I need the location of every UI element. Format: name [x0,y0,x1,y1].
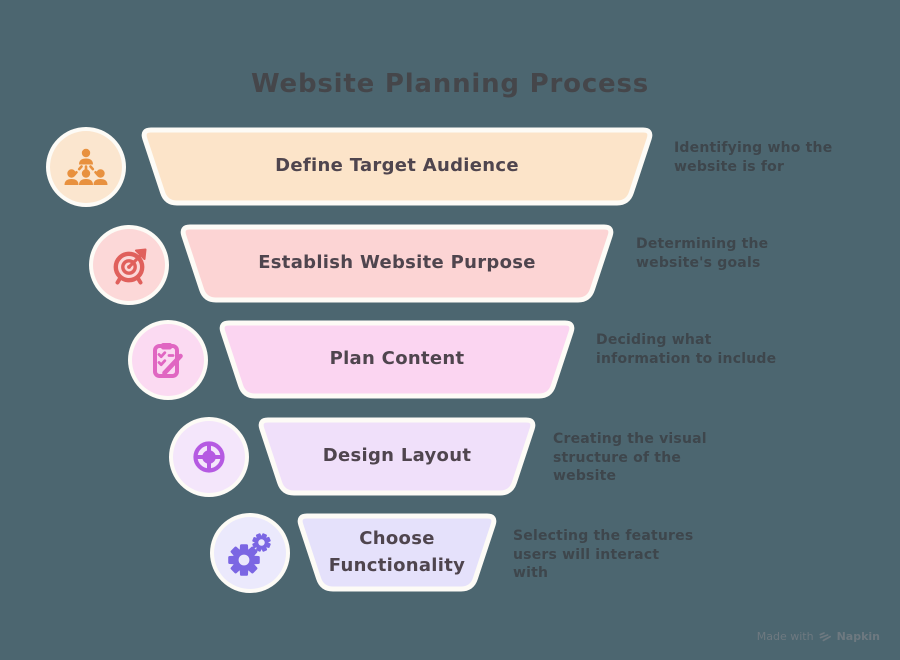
napkin-logo-icon [818,632,831,642]
funnel-stage-description: Creating the visual structure of the web… [553,431,707,485]
funnel-stage-shape-4 [258,417,536,496]
watermark-brand-text: Napkin [836,630,880,643]
watermark-made-with-text: Made with [756,630,814,643]
funnel-stage-shape-2 [180,224,614,303]
funnel-stage-label: Establish Website Purpose [258,252,536,274]
layout-wheel-icon [169,417,249,497]
funnel-stage-description: Deciding what information to include [596,332,777,367]
funnel-stage-description: Determining the website's goals [636,236,769,271]
funnel-stage-label: Plan Content [329,348,465,370]
audience-hierarchy-icon [46,127,126,207]
funnel-stage-description: Identifying who the website is for [674,140,833,175]
funnel-stage-shape-1 [141,127,653,206]
page-title: Website Planning Process [250,69,650,100]
funnel-stage-description: Selecting the features users will intera… [513,528,694,582]
target-dart-icon [89,225,169,305]
napkin-watermark[interactable]: Made with Napkin [757,630,880,643]
funnel-stage-shape-3 [219,320,575,399]
funnel-stage-label: Choose Functionality [328,528,466,576]
funnel-stage-label: Define Target Audience [275,155,519,177]
gears-icon [210,513,290,593]
content-checklist-icon [128,320,208,400]
funnel-stage-shape-5 [297,513,497,592]
funnel-stage-label: Design Layout [322,445,472,467]
